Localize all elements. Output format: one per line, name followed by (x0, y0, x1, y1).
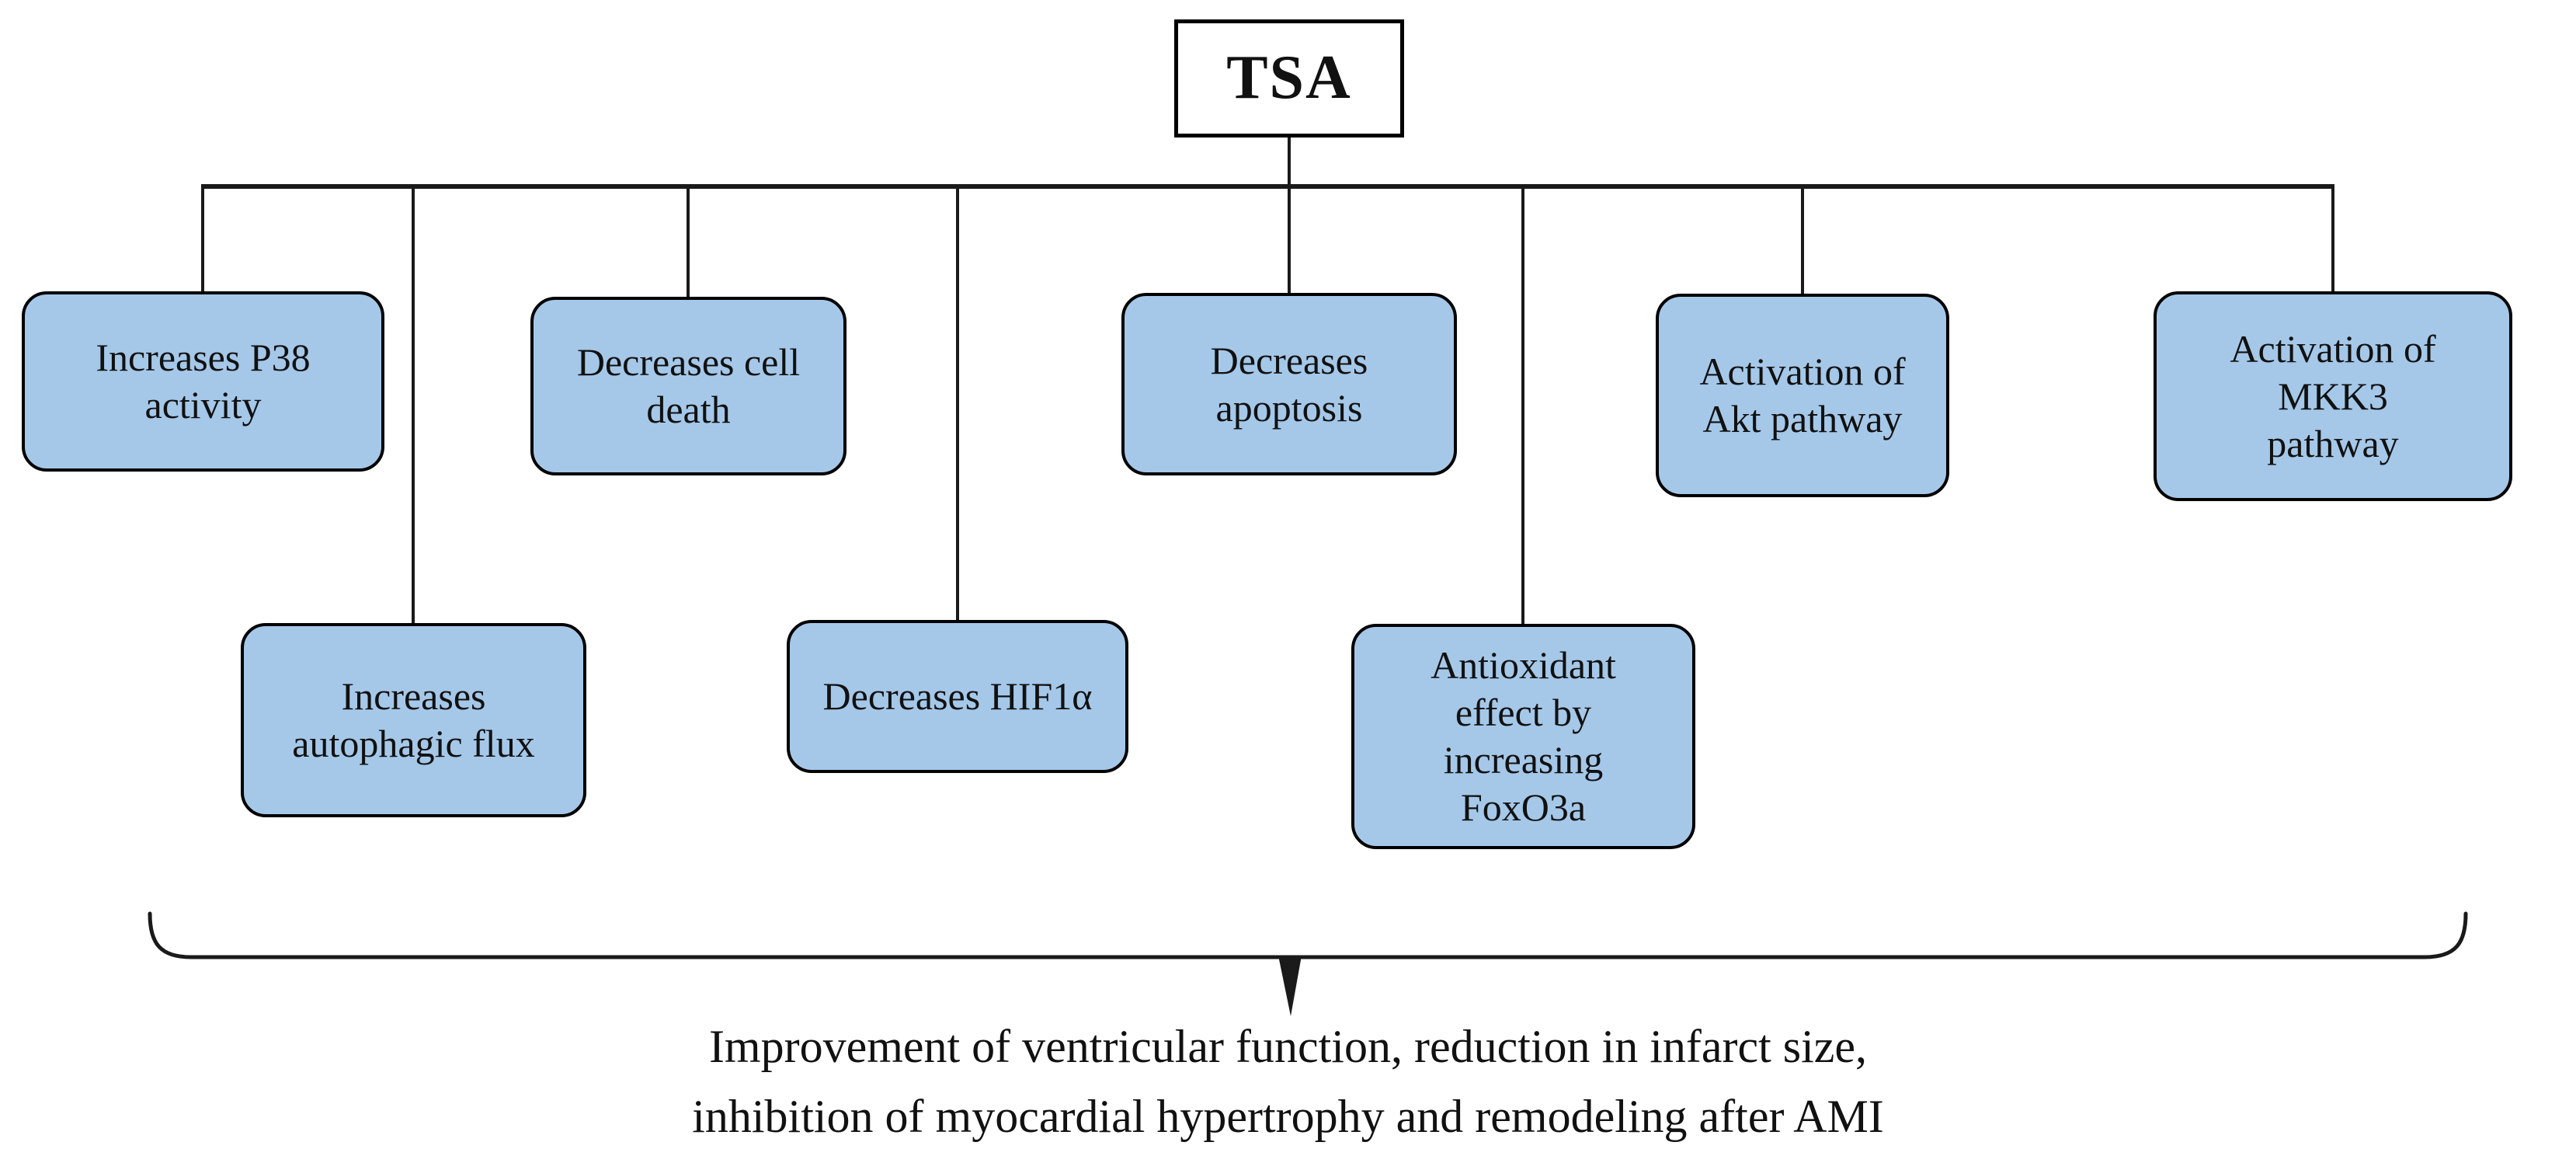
effect-box-cell-death: Decreases cell death (530, 297, 846, 475)
effect-box-hif1a: Decreases HIF1α (787, 620, 1128, 773)
effect-box-foxo3a: Antioxidant effect by increasing FoxO3a (1351, 624, 1695, 849)
effect-box-autophagic-flux: Increases autophagic flux (241, 623, 586, 817)
brace (148, 911, 2468, 959)
effect-box-mkk3: Activation of MKK3 pathway (2154, 291, 2512, 501)
effect-box-akt: Activation of Akt pathway (1656, 294, 1949, 497)
outcome-text: Improvement of ventricular function, red… (692, 1021, 1884, 1142)
brace-pointer (1278, 956, 1302, 1016)
effect-box-apoptosis: Decreases apoptosis (1121, 293, 1457, 475)
root-node-tsa: TSA (1174, 19, 1404, 138)
effect-box-p38: Increases P38 activity (22, 291, 384, 472)
